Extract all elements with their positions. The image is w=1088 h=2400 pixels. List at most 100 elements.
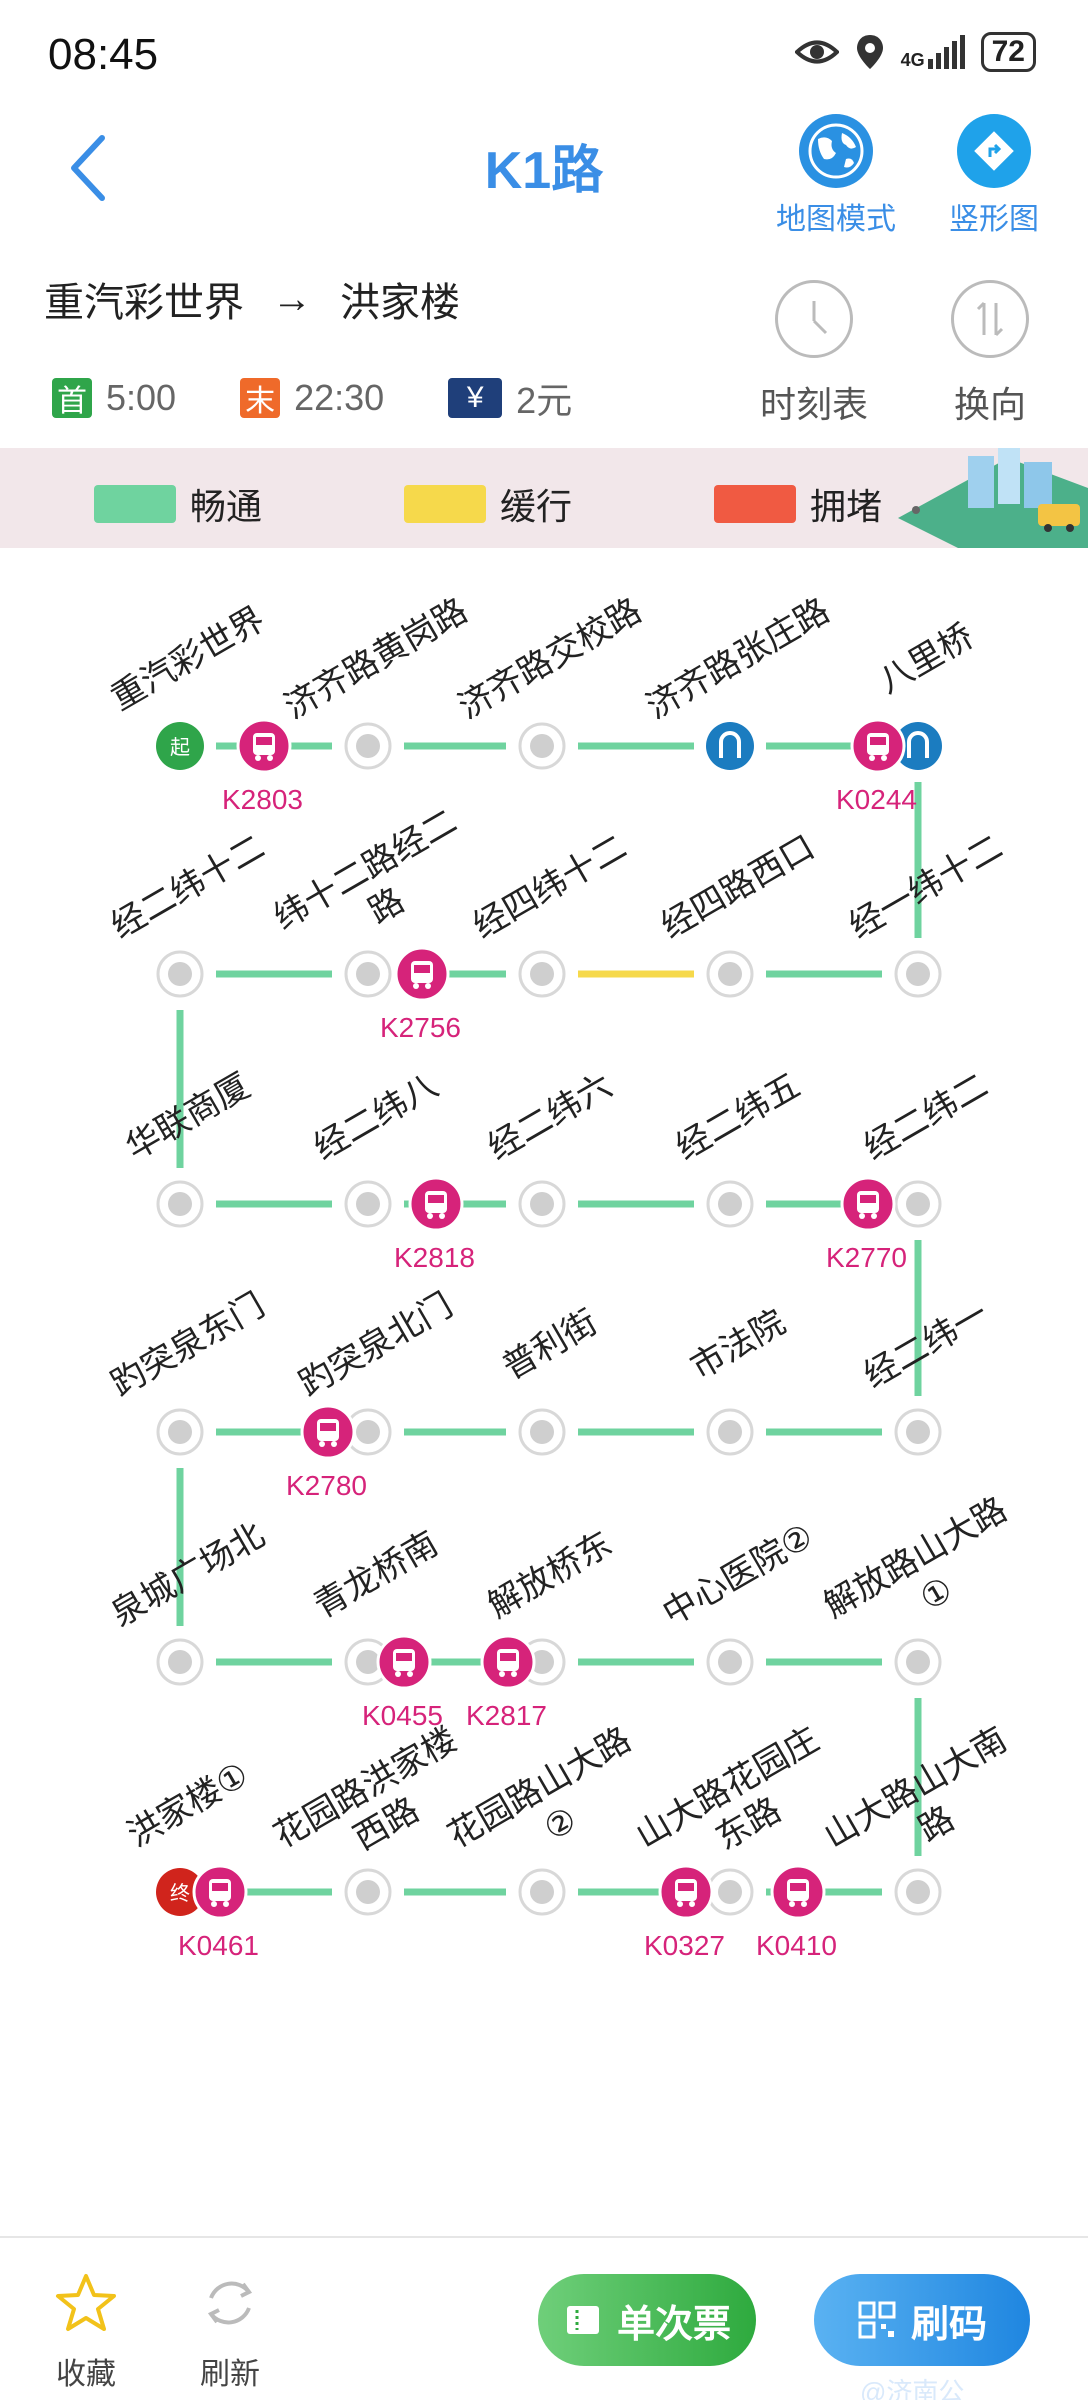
bus-id-label: K0327 xyxy=(644,1930,725,1961)
legend-smooth: 畅通 xyxy=(94,478,262,530)
signal-icon: 4G xyxy=(901,35,965,69)
bus-icon xyxy=(675,1879,697,1907)
stop-node[interactable] xyxy=(518,1180,566,1228)
stop-node[interactable] xyxy=(894,1638,942,1686)
stop-node[interactable] xyxy=(706,1408,754,1456)
scan-code-label: 刷码 xyxy=(910,2303,987,2346)
last-bus-badge: 末 xyxy=(240,378,281,418)
bus-id-label: K0410 xyxy=(756,1930,837,1961)
stop-node[interactable] xyxy=(518,722,566,770)
stop-node[interactable] xyxy=(518,950,566,998)
stop-node[interactable] xyxy=(156,1180,204,1228)
status-time: 08:45 xyxy=(48,30,159,79)
fare: 2元 xyxy=(516,380,573,421)
stop-node[interactable] xyxy=(706,950,754,998)
stop-node[interactable] xyxy=(706,1180,754,1228)
refresh-button[interactable]: 刷新 xyxy=(180,2272,280,2393)
legend-label: 缓行 xyxy=(500,486,573,527)
bus-id-label: K0455 xyxy=(362,1700,443,1731)
stop-node[interactable] xyxy=(894,950,942,998)
stop-node[interactable] xyxy=(706,722,754,770)
bus-icon xyxy=(209,1879,231,1907)
legend-swatch xyxy=(94,485,176,523)
swap-icon xyxy=(951,280,1029,358)
subway-icon xyxy=(894,722,942,770)
stop-node[interactable] xyxy=(706,1638,754,1686)
bus-marker[interactable] xyxy=(300,1404,356,1460)
map-mode-button[interactable]: 地图模式 xyxy=(766,110,906,238)
favorite-button[interactable]: 收藏 xyxy=(36,2272,136,2393)
bus-marker[interactable] xyxy=(840,1176,896,1232)
bus-icon xyxy=(867,733,889,761)
page-title: K1路 xyxy=(484,142,604,200)
stop-node[interactable]: 终 xyxy=(156,1868,204,1916)
scan-code-button[interactable]: 刷码 xyxy=(814,2274,1030,2366)
first-bus-badge: 首 xyxy=(52,378,92,418)
stop-node[interactable] xyxy=(344,1180,392,1228)
reverse-label: 换向 xyxy=(953,384,1026,425)
battery-indicator: 72 xyxy=(980,32,1036,72)
single-ticket-label: 单次票 xyxy=(616,2303,731,2346)
map-mode-label: 地图模式 xyxy=(776,203,896,236)
stop-node[interactable] xyxy=(156,1408,204,1456)
first-bus-time: 5:00 xyxy=(106,377,177,418)
status-bar: 08:45 4G 72 xyxy=(0,0,1088,110)
bus-id-label: K2756 xyxy=(380,1012,461,1043)
globe-icon xyxy=(799,114,873,188)
route-from: 重汽彩世界 xyxy=(44,281,244,325)
bus-icon xyxy=(787,1879,809,1907)
stop-node[interactable] xyxy=(344,1868,392,1916)
direction-sign-icon xyxy=(957,114,1031,188)
stop-marker-label: 起 xyxy=(170,735,190,759)
bus-icon xyxy=(411,961,433,989)
route-to: 洪家楼 xyxy=(340,281,460,325)
stop-node[interactable] xyxy=(894,1180,942,1228)
stop-node[interactable] xyxy=(894,1868,942,1916)
bus-marker[interactable] xyxy=(480,1634,536,1690)
bus-icon xyxy=(253,733,275,761)
bus-marker[interactable] xyxy=(394,946,450,1002)
status-icons: 4G 72 xyxy=(794,32,1036,72)
ticket-icon xyxy=(566,2306,599,2334)
back-button[interactable] xyxy=(56,120,136,220)
bus-marker[interactable] xyxy=(192,1864,248,1920)
star-icon xyxy=(56,2274,116,2331)
bus-icon xyxy=(393,1649,415,1677)
bus-marker[interactable] xyxy=(236,718,292,774)
stop-node[interactable] xyxy=(518,1868,566,1916)
reverse-direction-button[interactable]: 换向 xyxy=(920,280,1060,428)
bus-marker[interactable] xyxy=(850,718,906,774)
stop-node[interactable] xyxy=(156,1638,204,1686)
watermark: @济南公 xyxy=(860,2377,965,2400)
eye-icon xyxy=(794,40,839,64)
legend-jam: 拥堵 xyxy=(714,478,882,530)
location-icon xyxy=(856,35,883,69)
header: K1路 地图模式 竖形图 xyxy=(0,110,1088,240)
vertical-view-button[interactable]: 竖形图 xyxy=(924,110,1064,238)
legend-slow: 缓行 xyxy=(404,478,572,530)
stop-node[interactable] xyxy=(156,950,204,998)
bus-marker[interactable] xyxy=(408,1176,464,1232)
bus-marker[interactable] xyxy=(376,1634,432,1690)
city-illustration xyxy=(898,448,1088,548)
stop-node[interactable] xyxy=(518,1408,566,1456)
stop-node[interactable] xyxy=(706,1868,754,1916)
bus-icon xyxy=(317,1419,339,1447)
bus-marker[interactable] xyxy=(658,1864,714,1920)
bus-icon xyxy=(857,1191,879,1219)
service-times: 首 5:00 末 22:30 ¥ 2元 xyxy=(52,372,636,424)
bus-marker[interactable] xyxy=(770,1864,826,1920)
favorite-label: 收藏 xyxy=(56,2358,116,2391)
stop-node[interactable]: 起 xyxy=(156,722,204,770)
single-ticket-button[interactable]: 单次票 xyxy=(538,2274,756,2366)
stop-node[interactable] xyxy=(344,722,392,770)
bus-id-label: K0461 xyxy=(178,1930,259,1961)
stop-node[interactable] xyxy=(894,1408,942,1456)
traffic-legend: 畅通 缓行 拥堵 xyxy=(0,448,1088,548)
bus-icon xyxy=(497,1649,519,1677)
back-arrow-icon xyxy=(71,135,105,201)
stop-node[interactable] xyxy=(344,950,392,998)
bus-icon xyxy=(425,1191,447,1219)
stop-node[interactable] xyxy=(894,722,942,770)
timetable-button[interactable]: 时刻表 xyxy=(744,280,884,428)
